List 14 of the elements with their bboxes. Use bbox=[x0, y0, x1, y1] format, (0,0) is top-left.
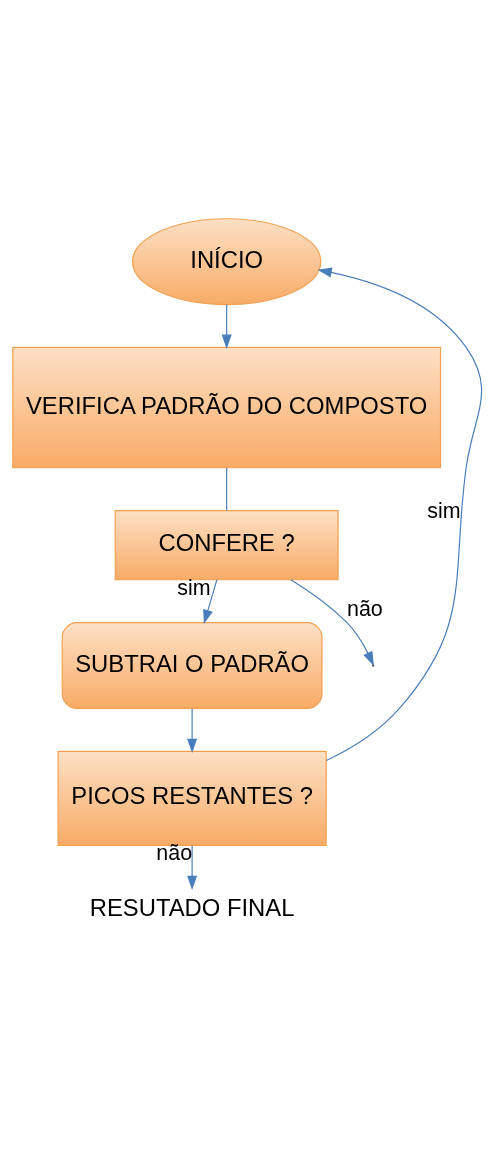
node-ellipse: INÍCIO bbox=[131, 217, 322, 305]
edge-label: sim bbox=[427, 498, 461, 523]
connector bbox=[226, 467, 228, 511]
arrow bbox=[221, 303, 232, 349]
edge-label: não bbox=[346, 596, 383, 621]
node-box: VERIFICA PADRÃO DO COMPOSTO bbox=[12, 346, 442, 468]
arrow bbox=[290, 578, 374, 666]
node-box: SUBTRAI O PADRÃO bbox=[61, 621, 323, 709]
arrow bbox=[317, 267, 483, 761]
arrow bbox=[187, 707, 198, 753]
arrow bbox=[203, 578, 218, 624]
node-box: CONFERE ? bbox=[114, 509, 339, 580]
arrow bbox=[187, 844, 198, 890]
node-text: RESUTADO FINAL bbox=[89, 893, 295, 921]
